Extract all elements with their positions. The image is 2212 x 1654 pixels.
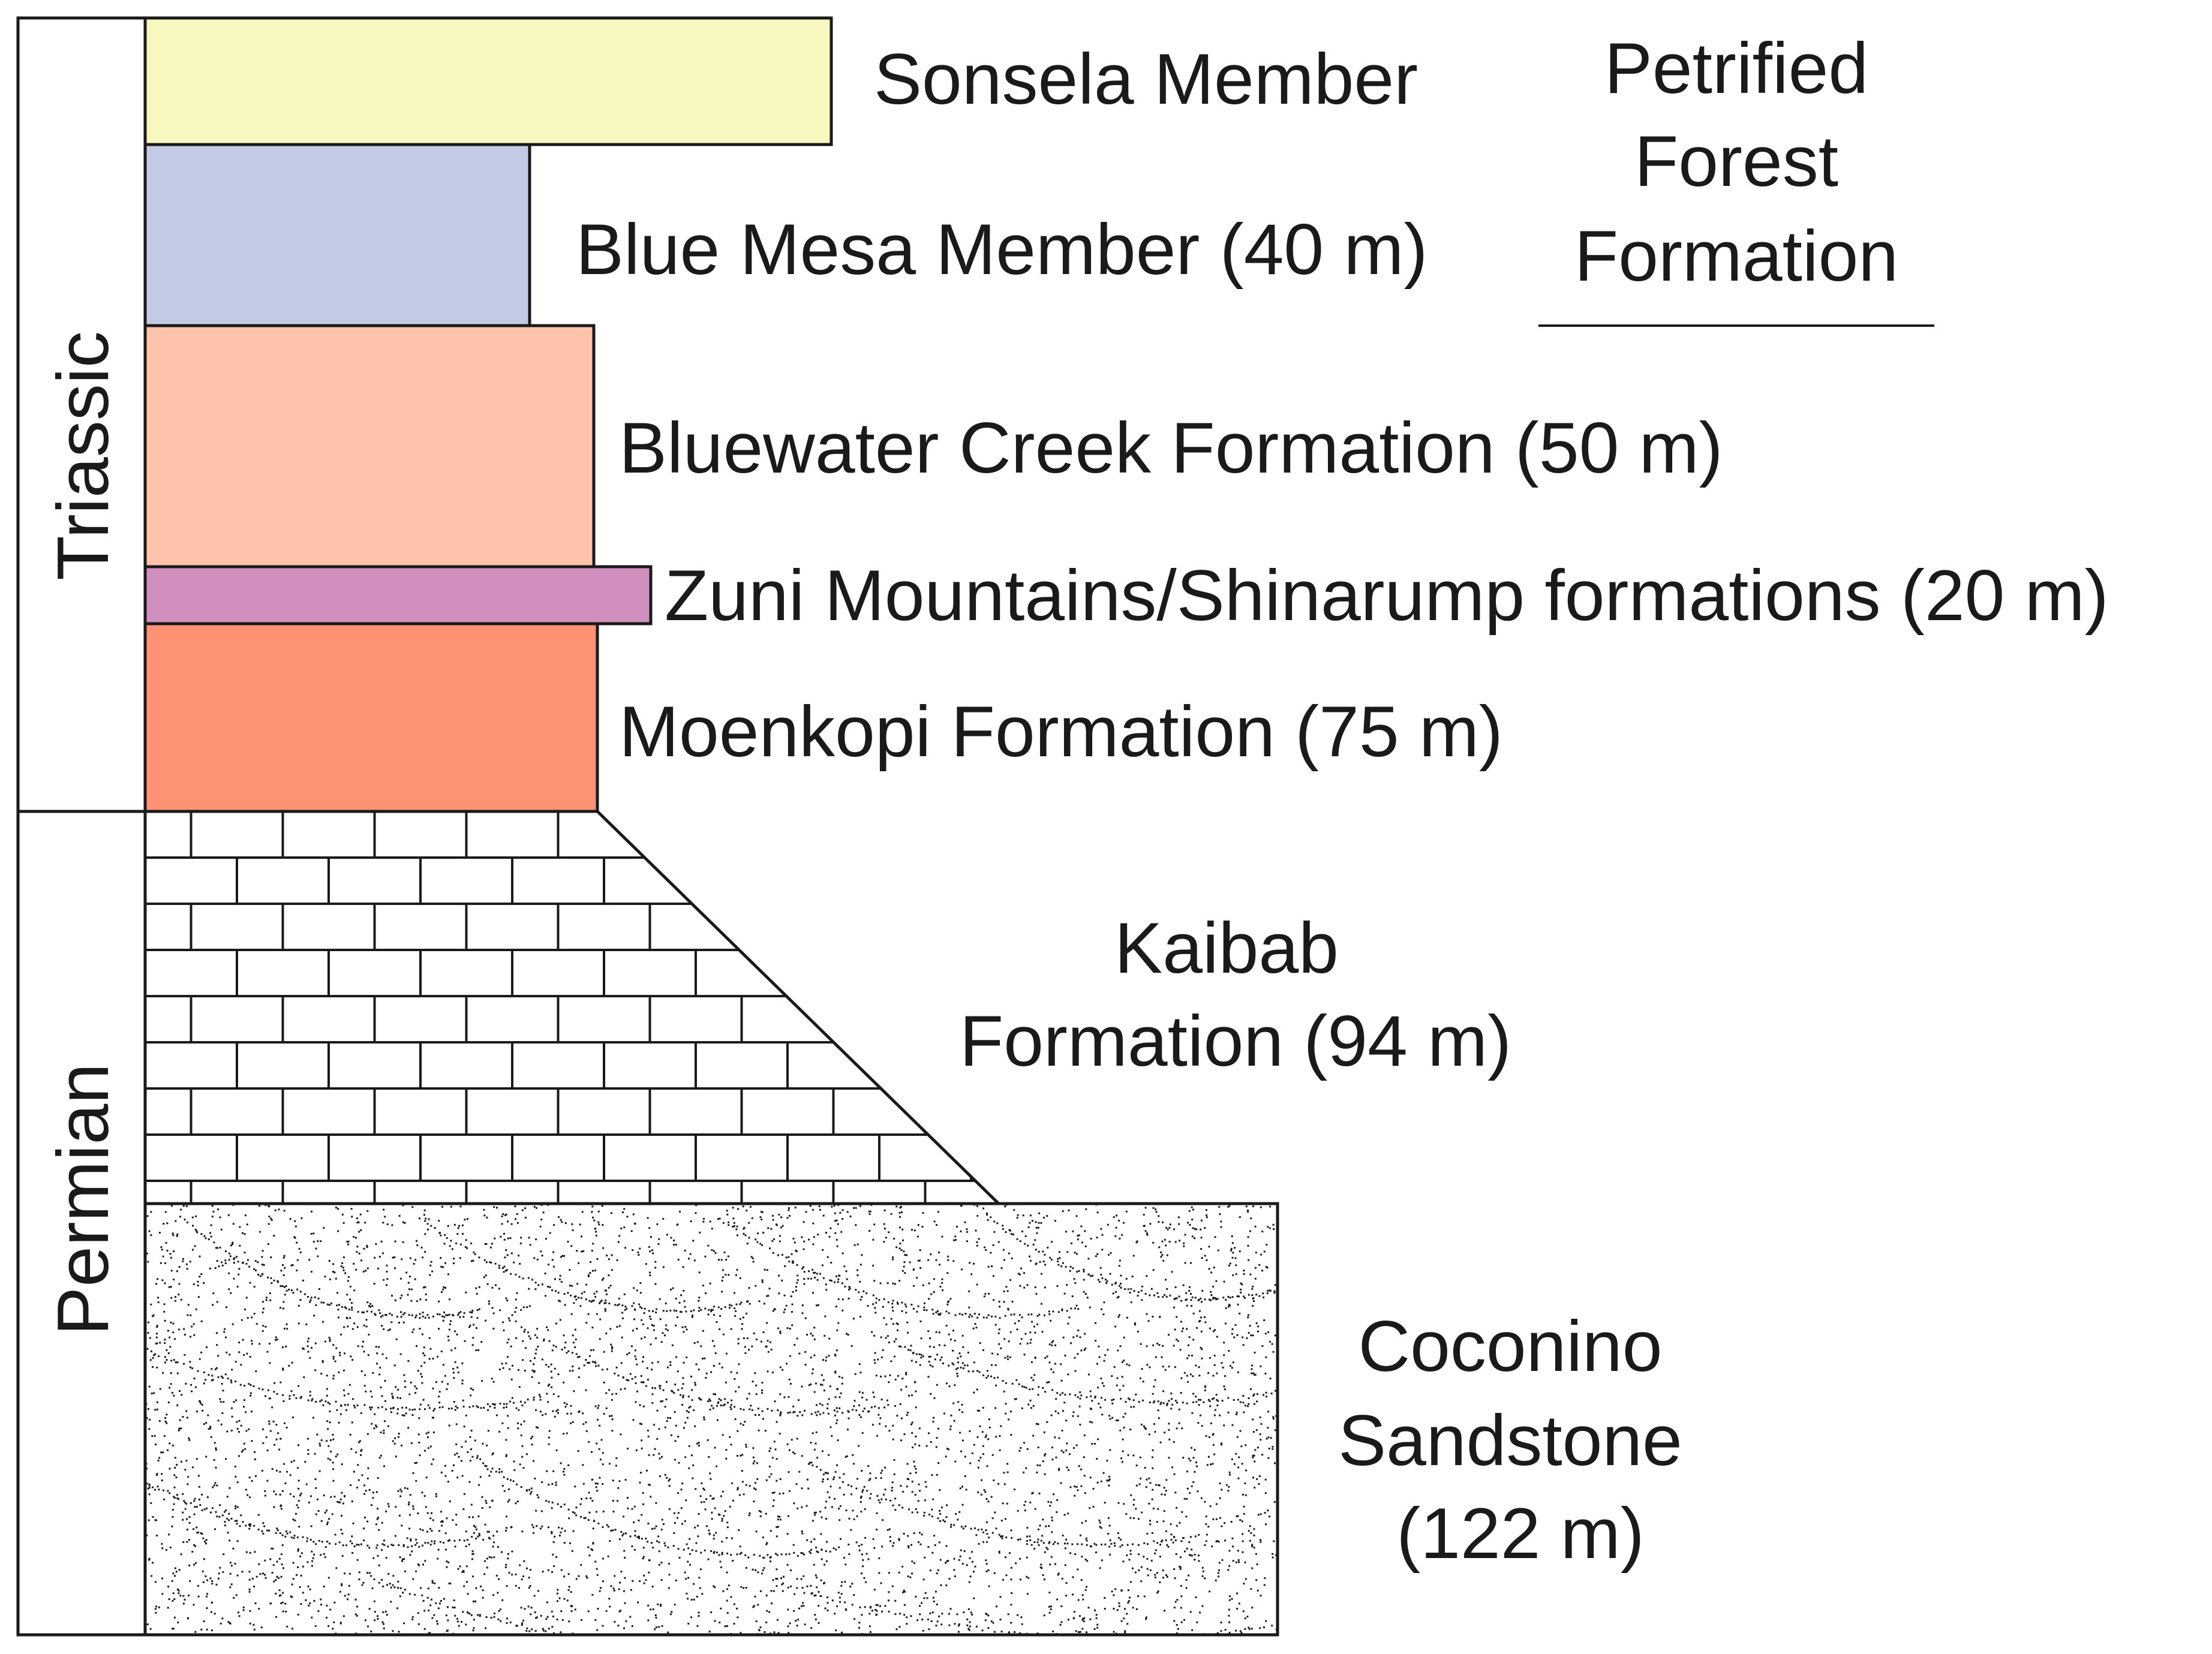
limestone-brick-pattern (145, 811, 999, 1204)
group-label-petrified-forest-formation: Petrified Forest Formation (1538, 28, 1934, 327)
unit-kaibab-formation (143, 810, 1003, 1205)
label-kaibab-line2: Formation (94 m) (960, 1001, 1511, 1081)
unit-bluewater-creek-formation (143, 324, 596, 569)
period-column-permian (16, 810, 147, 1637)
label-moenkopi-formation: Moenkopi Formation (75 m) (619, 691, 1503, 772)
label-coconino-line3: (122 m) (1396, 1493, 1644, 1574)
unit-blue-mesa-member (143, 143, 531, 327)
unit-zuni-mountains-shinarump (143, 565, 653, 625)
label-bluewater-creek-formation: Bluewater Creek Formation (50 m) (619, 408, 1723, 488)
period-label-triassic: Triassic (42, 331, 124, 581)
group-label-line1: Petrified (1604, 28, 1868, 109)
label-kaibab-line1: Kaibab (1114, 908, 1339, 988)
label-zuni-mountains-shinarump: Zuni Mountains/Shinarump formations (20 … (665, 555, 2109, 636)
label-coconino-line1: Coconino (1358, 1306, 1662, 1387)
group-label-line3: Formation (1574, 216, 1898, 296)
period-column-triassic (16, 16, 147, 813)
unit-moenkopi-formation (143, 622, 599, 813)
unit-coconino-sandstone (143, 1202, 1279, 1637)
label-blue-mesa-member: Blue Mesa Member (40 m) (576, 209, 1427, 290)
label-coconino-line2: Sandstone (1338, 1400, 1682, 1481)
label-sonsela-member: Sonsela Member (874, 39, 1418, 119)
group-label-line2: Forest (1634, 121, 1838, 202)
unit-sonsela-member (143, 16, 833, 146)
period-label-permian: Permian (42, 1063, 124, 1336)
